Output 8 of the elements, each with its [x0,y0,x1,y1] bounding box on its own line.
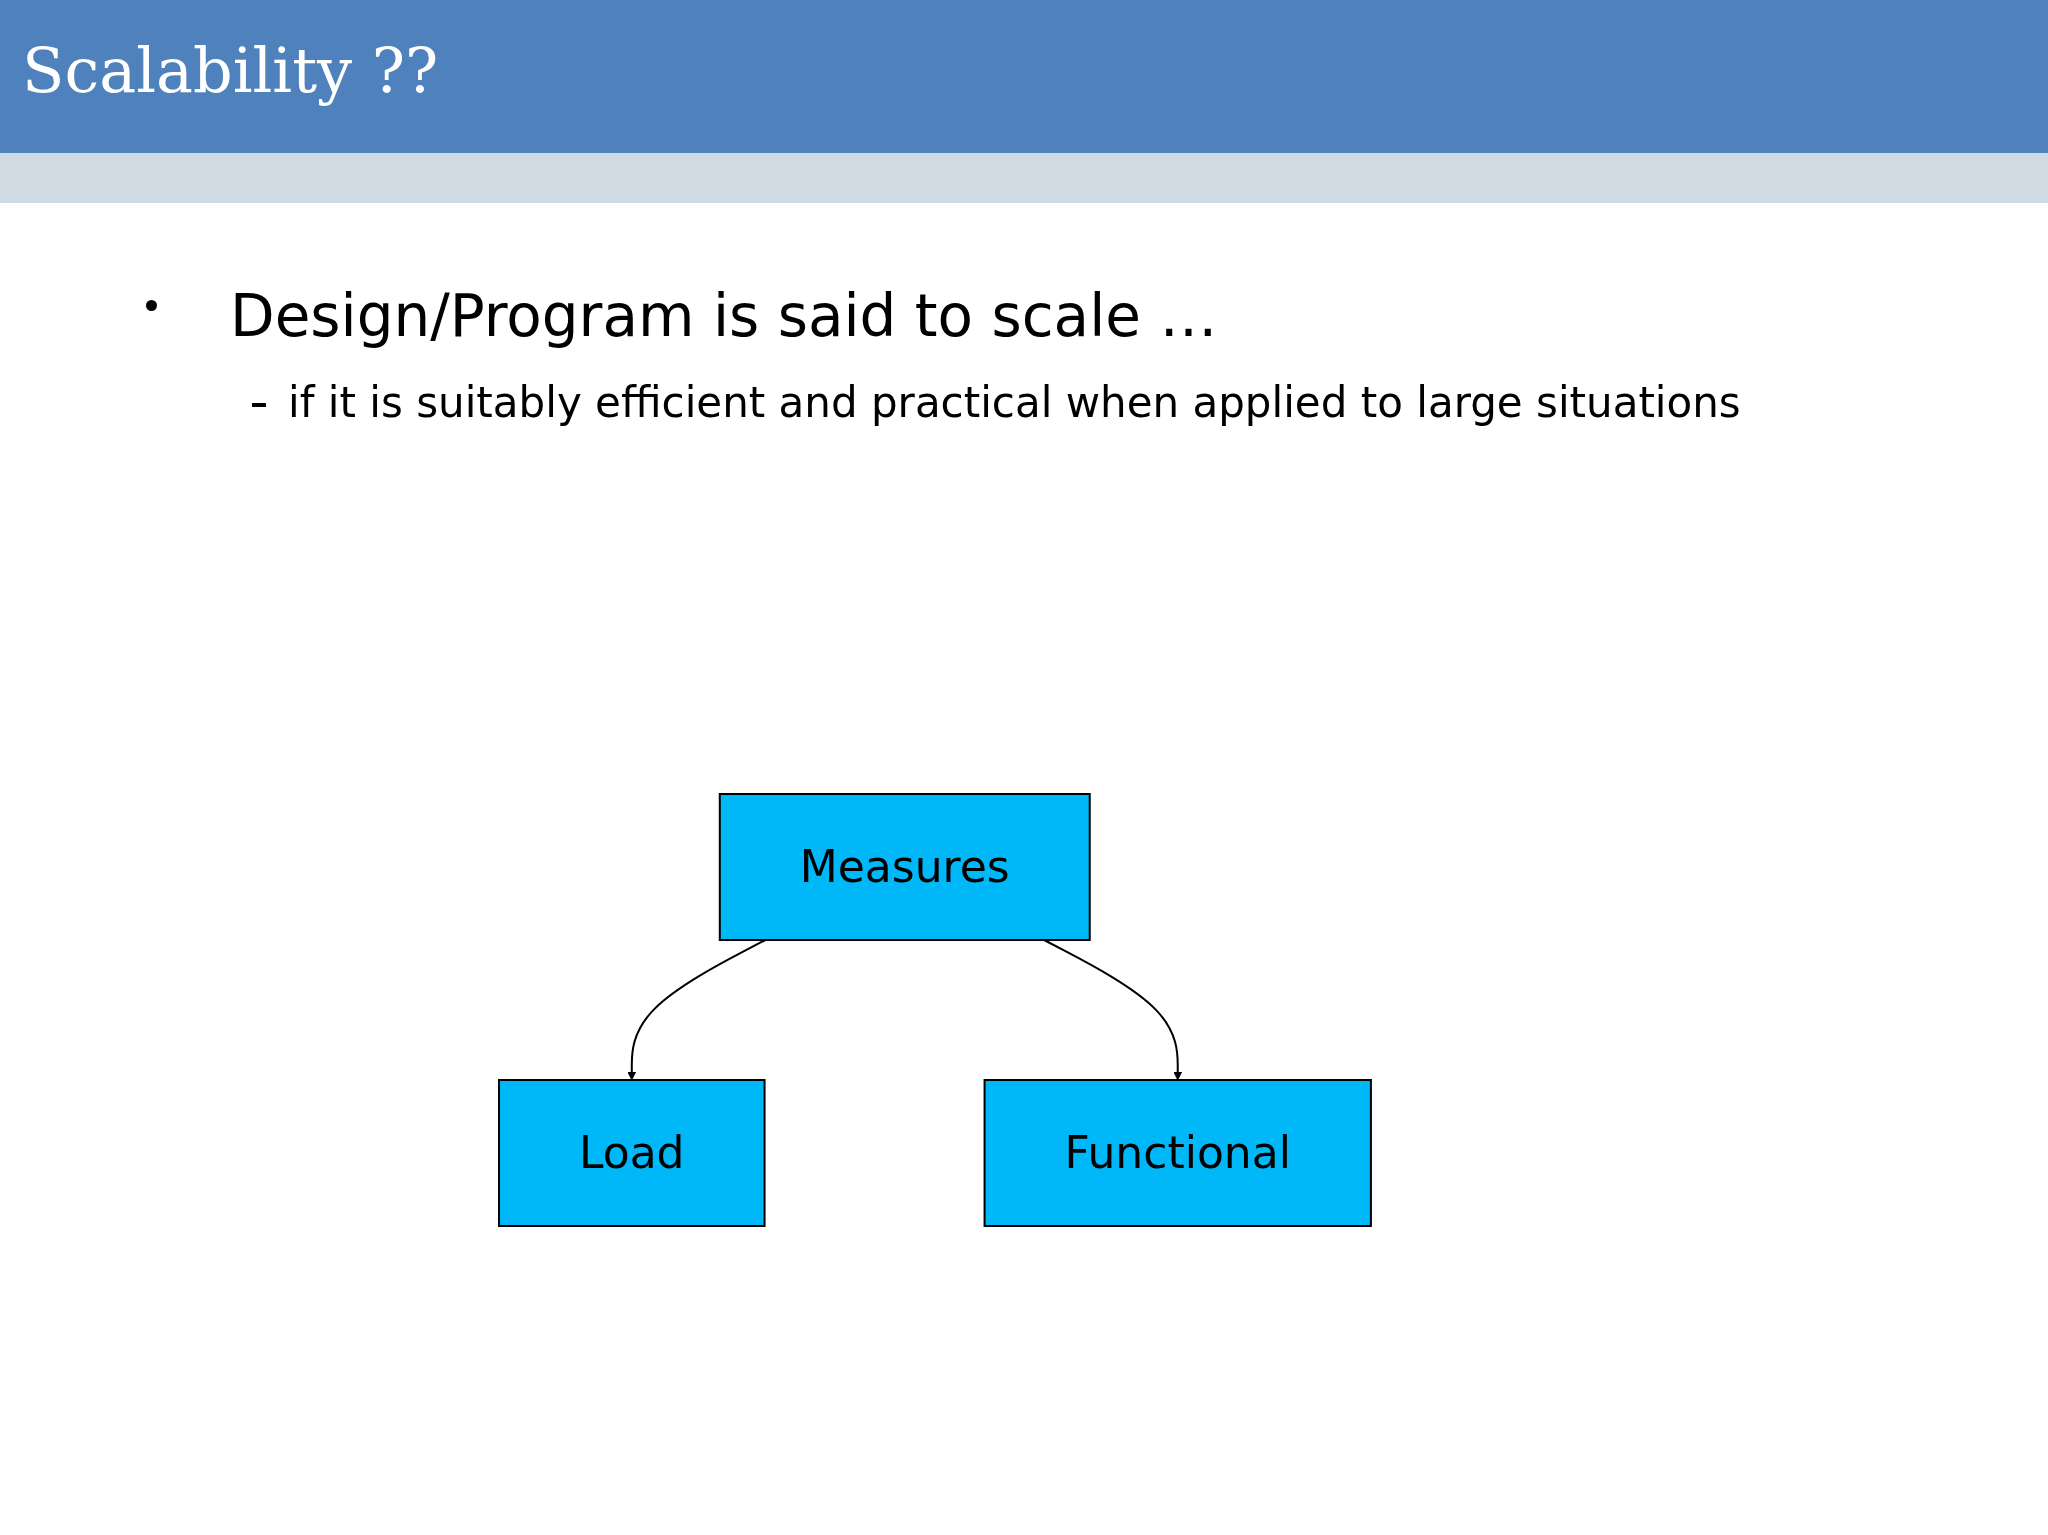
bullet-text: Design/Program is said to scale … [230,282,1218,350]
arrow [1043,939,1183,1081]
slide-title: Scalability ?? [22,34,439,107]
node-box: Load [498,1079,766,1227]
sub-bullet-text: if it is suitably efficient and practical when applied to large situations [288,378,1741,427]
node-box: Functional [983,1079,1372,1227]
node-box: Measures [718,793,1091,941]
arrow [627,939,767,1081]
